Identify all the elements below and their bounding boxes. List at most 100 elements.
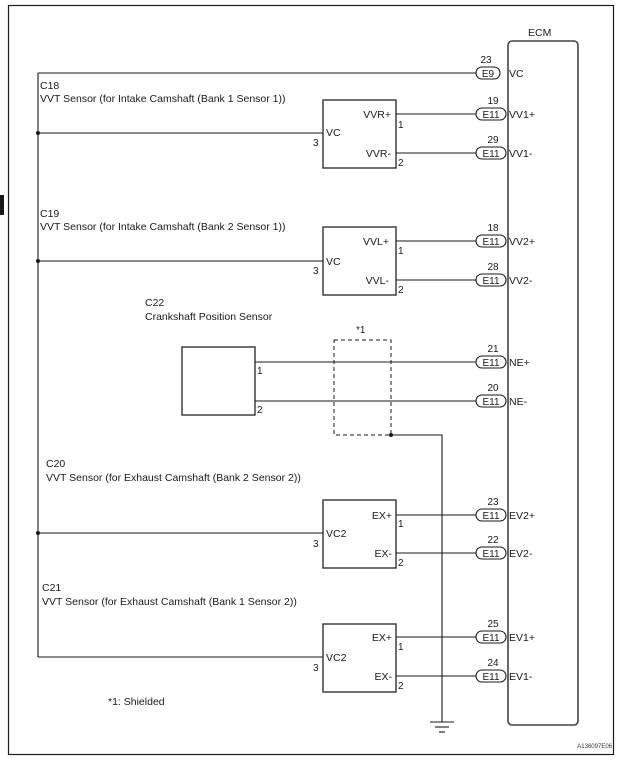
ecm-signal-label: NE- [509,396,528,408]
ecm-signal-label: VV1- [509,148,533,160]
ground-icon [430,721,454,733]
pin-number: 1 [398,120,404,131]
ecm-pin-number: 19 [487,96,499,107]
shield-ground-wire [391,434,443,722]
connector-id: E11 [482,511,499,522]
sensor-c21: C21 VVT Sensor (for Exhaust Camshaft (Ba… [38,582,535,693]
terminal-label: EX+ [372,632,392,644]
pin-number: 3 [313,663,319,674]
connector-id: E11 [482,276,499,287]
connector-badge [475,273,507,287]
sensor-title: VVT Sensor (for Intake Camshaft (Bank 2 … [40,221,286,233]
ecm-label: ECM [528,27,551,39]
sensor-box [322,99,397,169]
shield-marker: *1 [356,325,366,336]
ecm-signal-label: EV1- [509,671,533,683]
ecm-signal-label: VV2- [509,275,533,287]
ecm-signal-label: VV1+ [509,109,535,121]
ecm-signal-label: EV2- [509,548,533,560]
sensor-title: VVT Sensor (for Exhaust Camshaft (Bank 1… [42,596,297,608]
connector-id: E11 [482,672,499,683]
connector-badge [475,66,501,80]
connector-id: E11 [482,237,499,248]
connector-id: E11 [482,549,499,560]
sensor-title: Crankshaft Position Sensor [145,311,273,323]
connector-badge [475,546,507,560]
terminal-label: VVL- [366,275,390,287]
terminal-label: VVL+ [363,236,389,248]
ecm-signal-label: EV2+ [509,510,535,522]
pin-number: 2 [257,405,263,416]
vc-terminal-label: VC2 [326,652,347,664]
ecm-pin-number: 22 [487,535,499,546]
ecm-signal-label: VV2+ [509,236,535,248]
ecm-pin-number: 25 [487,619,499,630]
terminal-label: EX- [374,671,392,683]
connector-badge [475,107,507,121]
sensor-box [322,499,397,569]
ecm-pin-number: 23 [480,55,492,66]
ecm-pin-number: 29 [487,135,499,146]
sensor-box [322,226,397,296]
pin-number: 2 [398,158,404,169]
connector-badge [475,669,507,683]
sensor-id: C18 [40,80,59,92]
shield-box [333,339,392,436]
ecm-pin-number: 24 [487,658,499,669]
pin-number: 2 [398,558,404,569]
shield-note: *1: Shielded [108,696,165,708]
pin-number: 1 [398,246,404,257]
pin-number: 2 [398,681,404,692]
diagram-frame [7,4,615,756]
pin-number: 1 [257,366,263,377]
ecm-pin-number: 28 [487,262,499,273]
terminal-label: VVR- [366,148,392,160]
vc-terminal-label: VC [326,127,341,139]
connector-id: E9 [482,69,495,80]
sensor-c19: C19 VVT Sensor (for Intake Camshaft (Ban… [38,208,535,296]
connector-badge [475,355,507,369]
pin-number: 2 [398,285,404,296]
ecm-box [507,40,579,726]
pin-number: 3 [313,266,319,277]
ecm-pin-number: 21 [487,344,499,355]
connector-id: E11 [482,397,499,408]
vc-terminal-label: VC [326,256,341,268]
vc-bus: 23 E9 VC [36,55,524,657]
sensor-id: C22 [145,297,164,309]
ecm-pin-number: 18 [487,223,499,234]
sensor-id: C21 [42,582,61,594]
terminal-label: EX- [374,548,392,560]
pin-number: 1 [398,642,404,653]
figure-id: A136097E06 [577,744,612,750]
connector-badge [475,508,507,522]
ecm-pin-number: 20 [487,383,499,394]
sensor-c22: C22 Crankshaft Position Sensor 1 21 E11 … [145,297,530,416]
connector-badge [475,146,507,160]
sensor-id: C20 [46,458,65,470]
sensor-id: C19 [40,208,59,220]
connector-id: E11 [482,149,499,160]
connector-badge [475,394,507,408]
terminal-label: VVR+ [363,109,391,121]
ecm-signal-label: VC [509,68,524,80]
terminal-label: EX+ [372,510,392,522]
pin-number: 3 [313,138,319,149]
sensor-c20: C20 VVT Sensor (for Exhaust Camshaft (Ba… [38,458,535,569]
connector-id: E11 [482,110,499,121]
connector-id: E11 [482,633,499,644]
sensor-box [181,346,256,416]
vc-terminal-label: VC2 [326,528,347,540]
ecm-signal-label: NE+ [509,357,530,369]
sensor-box [322,623,397,693]
pin-number: 1 [398,519,404,530]
ecm-pin-number: 23 [487,497,499,508]
connector-badge [475,630,507,644]
page-edge-tab [0,195,4,215]
ecm-block: ECM [507,27,579,726]
ecm-signal-label: EV1+ [509,632,535,644]
connector-badge [475,234,507,248]
pin-number: 3 [313,539,319,550]
connector-id: E11 [482,358,499,369]
